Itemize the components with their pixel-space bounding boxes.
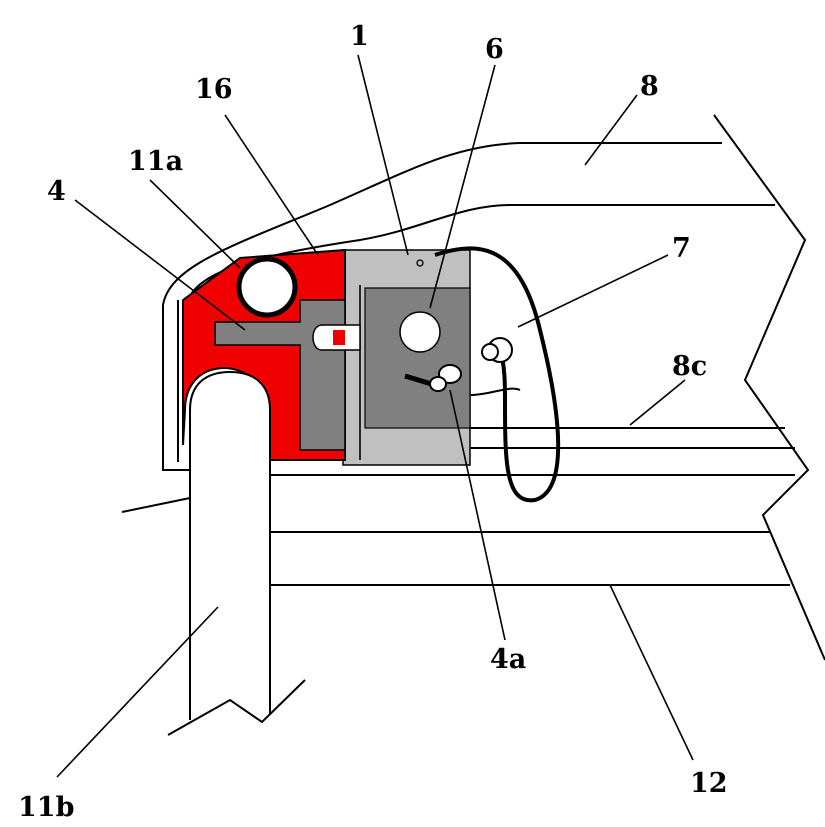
horizontal-members <box>121 427 795 586</box>
label-6: 6 <box>485 34 504 65</box>
label-8: 8 <box>640 71 659 102</box>
label-16: 16 <box>195 74 233 105</box>
label-4a: 4a <box>490 644 526 675</box>
bracket-16 <box>182 248 361 461</box>
label-8c: 8c <box>672 351 707 382</box>
post-11b <box>167 370 306 736</box>
pin-4a <box>404 364 462 392</box>
reference-labels: 1 6 8 16 11a 4 7 8c 4a 11b 12 <box>18 21 728 823</box>
label-11b: 11b <box>18 792 74 823</box>
label-12: 12 <box>690 768 728 799</box>
label-4: 4 <box>47 176 66 207</box>
break-line-right <box>713 114 825 661</box>
leader-lines <box>56 54 694 778</box>
label-7: 7 <box>672 233 691 264</box>
cable-7 <box>434 246 561 503</box>
label-11a: 11a <box>128 146 183 177</box>
label-1: 1 <box>350 21 369 52</box>
